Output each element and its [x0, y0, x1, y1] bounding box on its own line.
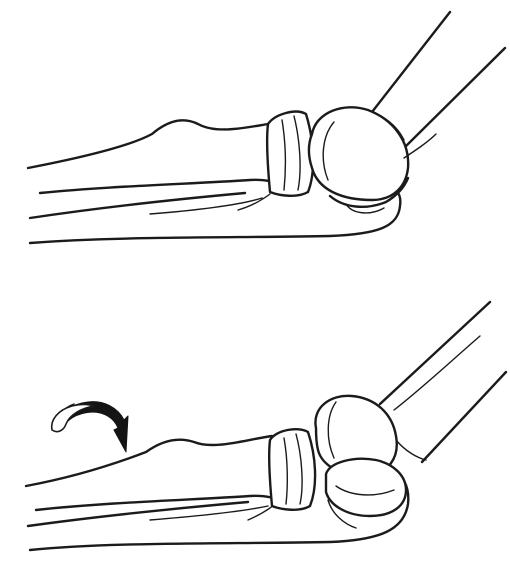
radial-head-top	[267, 112, 313, 196]
radius-bone-bottom	[26, 436, 284, 510]
radial-head-bottom	[269, 429, 315, 510]
radius-bone-top	[28, 118, 284, 193]
olecranon-bottom	[326, 459, 406, 528]
curved-rotation-arrow-icon	[52, 402, 128, 452]
humerus-bone-bottom	[380, 302, 506, 462]
elbow-panel-bottom	[26, 302, 506, 550]
capitulum-top	[309, 107, 436, 200]
elbow-panel-top	[28, 12, 505, 243]
